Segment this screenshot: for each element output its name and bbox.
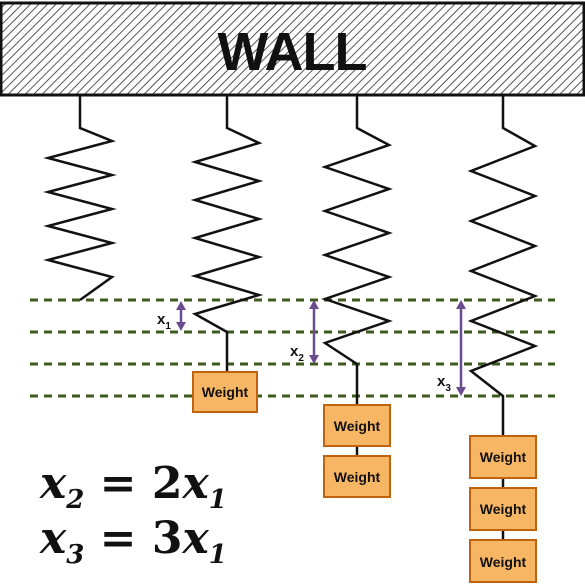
weight-block [469, 435, 537, 479]
arrow-x2 [309, 300, 319, 364]
weight-label: Weight [334, 469, 381, 485]
weight-block [323, 455, 391, 498]
wall-label: WALL [218, 22, 367, 82]
label-x2: x2 [290, 343, 304, 364]
equation-2: x3 = 3x1 [40, 513, 227, 570]
wall: WALL [0, 1, 585, 97]
label-x3: x3 [437, 373, 451, 394]
weight-block [323, 404, 391, 447]
weight-label: Weight [202, 384, 249, 400]
weight-label: Weight [334, 418, 381, 434]
displacement-labels: x1 x2 x3 [157, 311, 451, 394]
spring-1 [43, 95, 117, 302]
weight-block [469, 487, 537, 531]
weight-block [192, 371, 258, 413]
spring-3 [321, 95, 393, 405]
arrow-x3 [456, 300, 466, 396]
label-x1: x1 [157, 311, 171, 332]
weight-label: Weight [480, 449, 527, 465]
displacement-arrows [176, 300, 466, 396]
spring-2 [190, 95, 264, 372]
weight-label: Weight [480, 554, 527, 570]
guide-lines [30, 298, 555, 398]
equation-1: x2 = 2x1 [40, 458, 227, 515]
spring-4 [467, 95, 539, 436]
wall-block [0, 1, 585, 97]
arrow-x1 [176, 301, 186, 331]
springs [43, 95, 539, 540]
weight-label: Weight [480, 501, 527, 517]
weights: Weight Weight Weight Weight Weight Weigh… [192, 371, 537, 583]
weight-block [469, 539, 537, 583]
